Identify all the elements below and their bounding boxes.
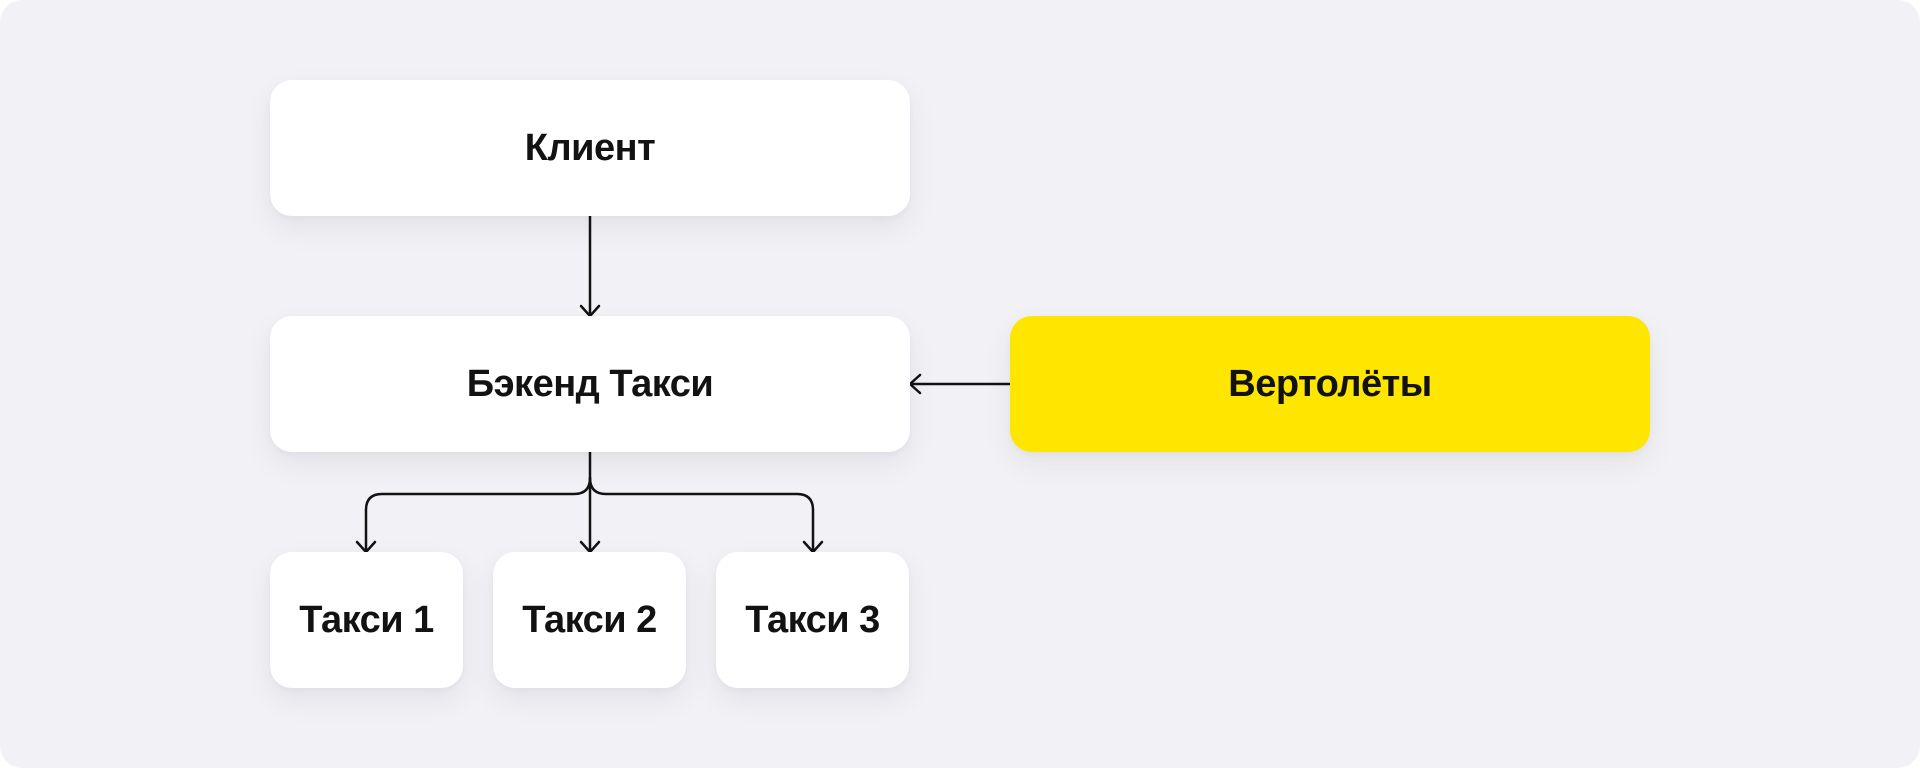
arrowhead-taxi-2 xyxy=(579,540,601,554)
arrowhead-taxi-1 xyxy=(355,540,377,554)
node-taxi-2-label: Такси 2 xyxy=(522,598,657,641)
node-taxi-3-label: Такси 3 xyxy=(745,598,880,641)
node-client-label: Клиент xyxy=(524,126,656,169)
node-helicopters: Вертолёты xyxy=(1010,316,1650,452)
arrowhead-backend-right xyxy=(908,373,922,395)
node-taxi-3: Такси 3 xyxy=(716,552,909,688)
node-helicopters-label: Вертолёты xyxy=(1228,362,1432,405)
edge-backend-to-taxi-1 xyxy=(364,476,592,554)
node-taxi-backend: Бэкенд Такси xyxy=(270,316,910,452)
node-taxi-1: Такси 1 xyxy=(270,552,463,688)
node-taxi-2: Такси 2 xyxy=(493,552,686,688)
arrowhead-taxi-3 xyxy=(802,540,824,554)
arrowhead-backend-top xyxy=(579,304,601,318)
node-client: Клиент xyxy=(270,80,910,216)
node-taxi-1-label: Такси 1 xyxy=(299,598,434,641)
node-taxi-backend-label: Бэкенд Такси xyxy=(466,362,714,405)
edge-backend-to-taxi-3 xyxy=(588,476,815,554)
